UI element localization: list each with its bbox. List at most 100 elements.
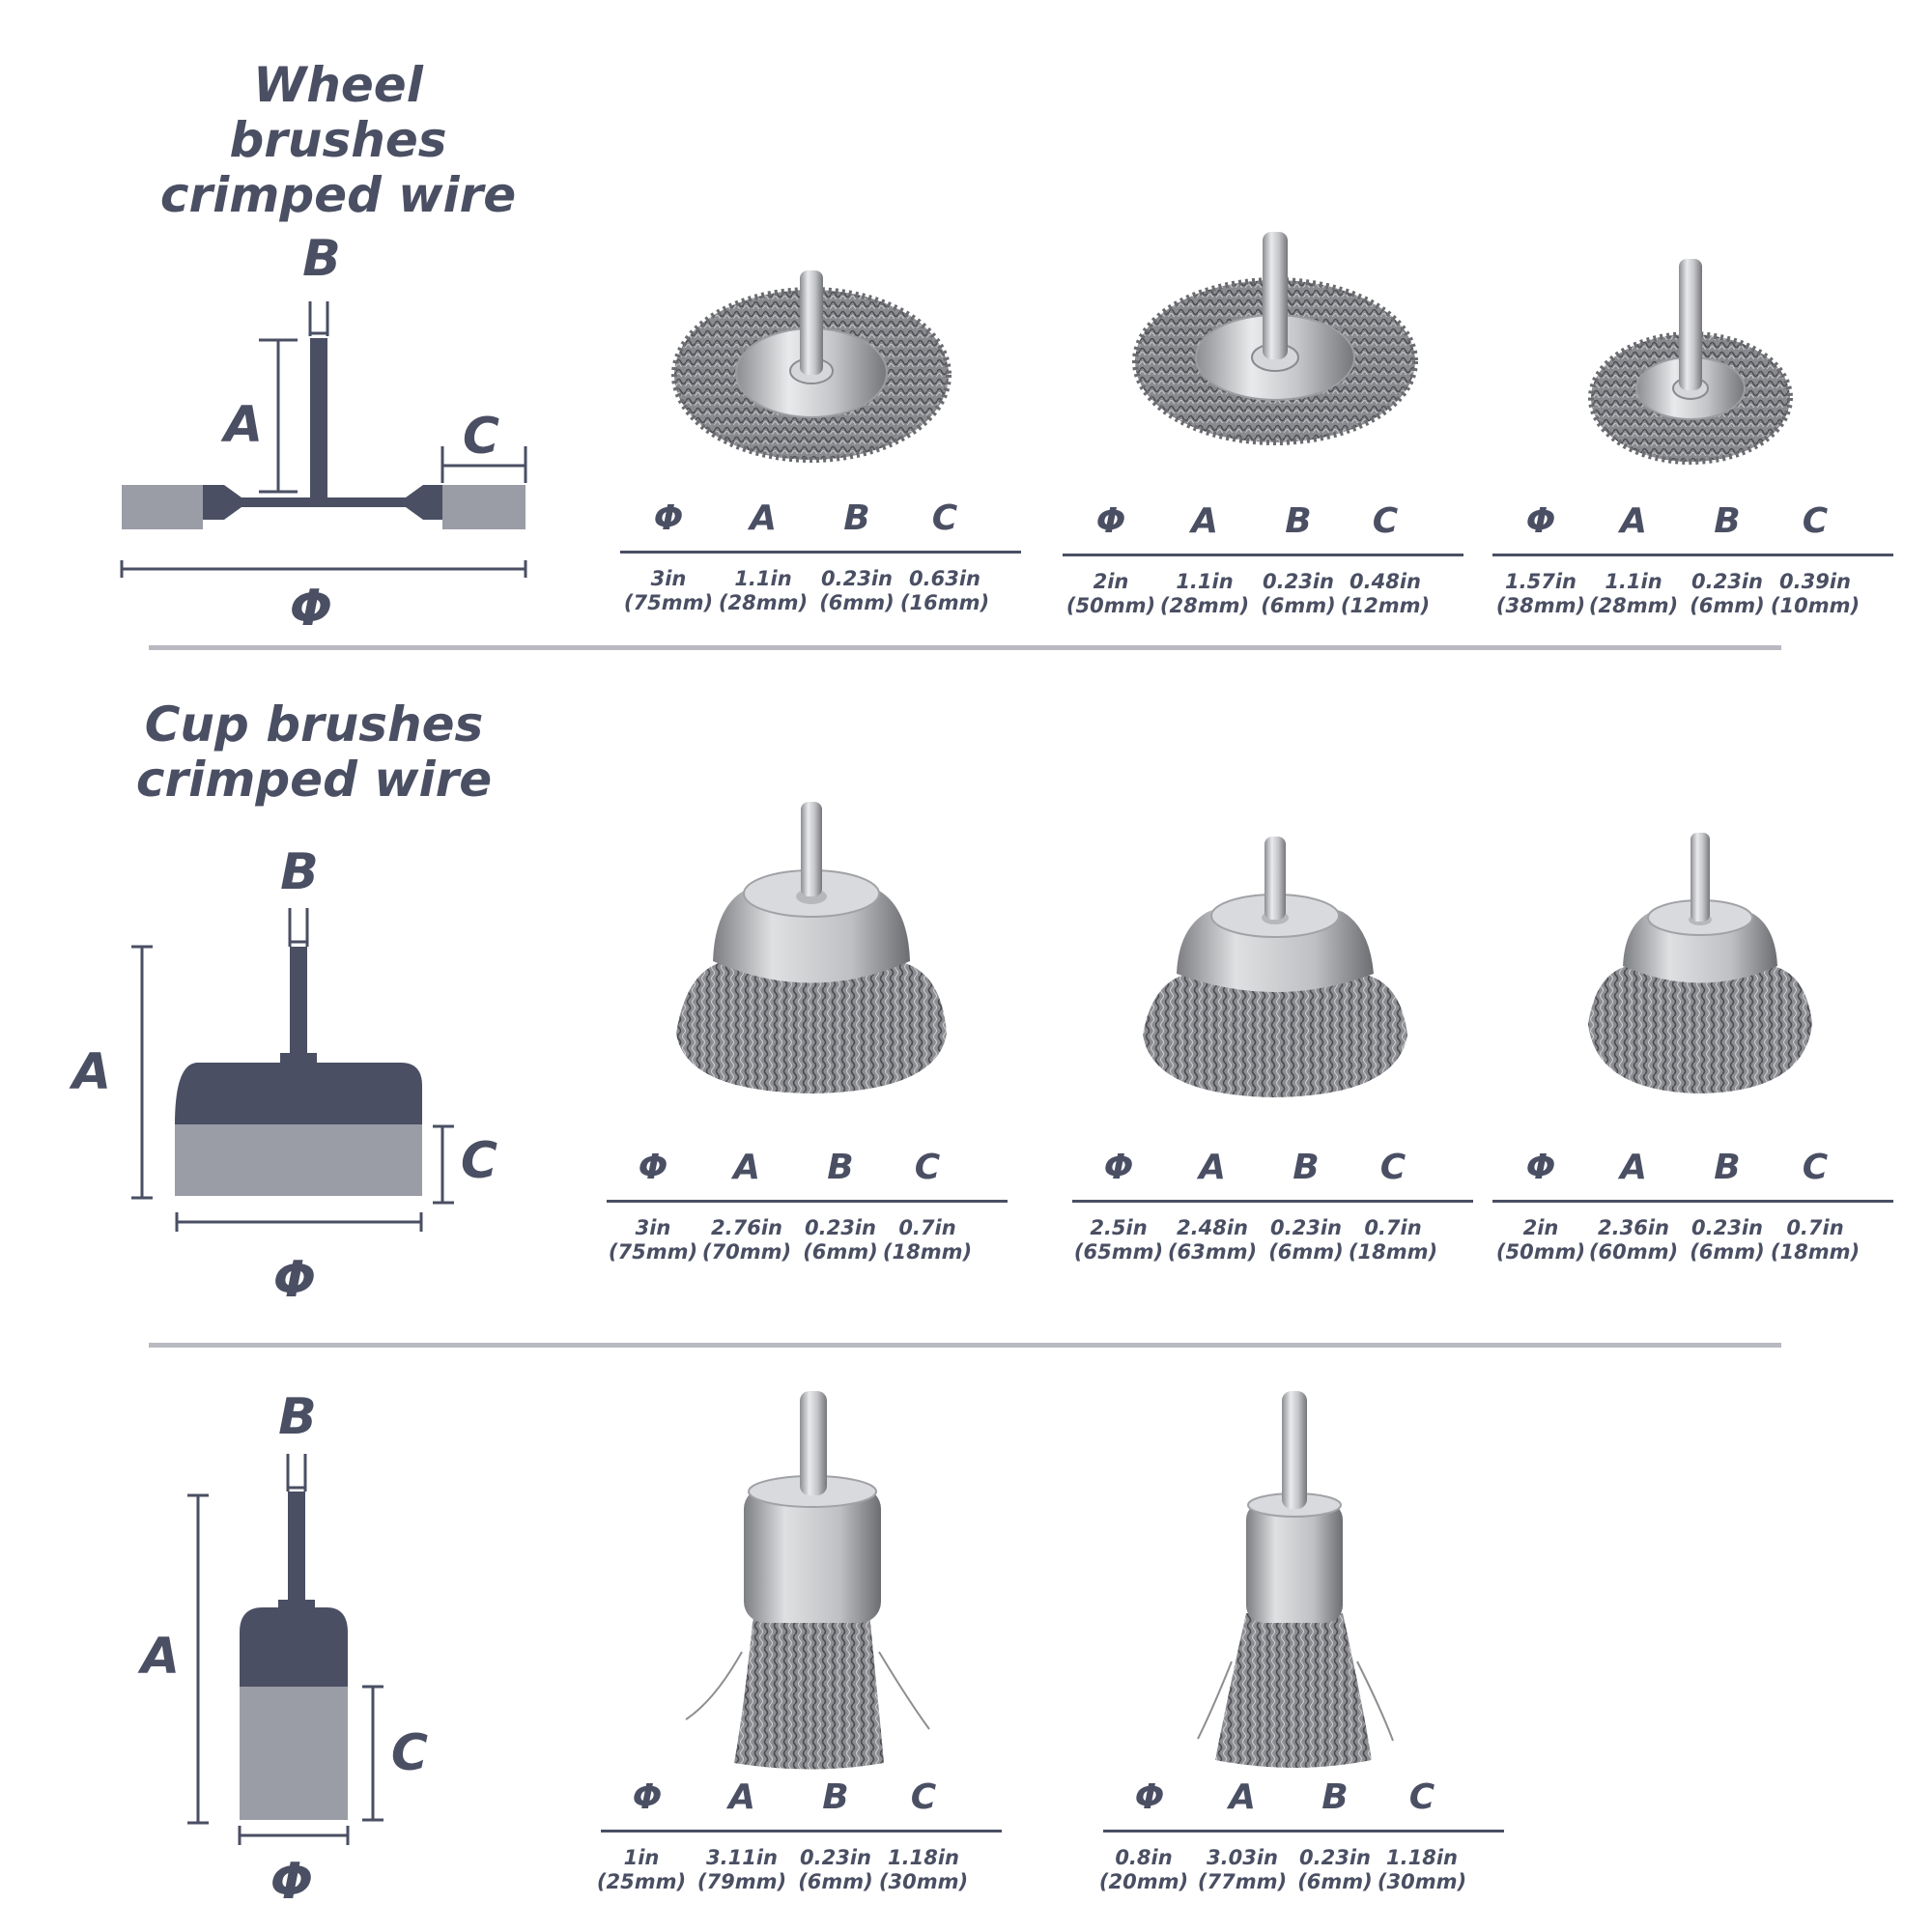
spec-header-c: C: [931, 498, 958, 538]
wheel-brush-image-2: [1132, 232, 1418, 445]
spec-header-b: B: [822, 1777, 849, 1817]
spec-header-a: A: [1199, 1148, 1226, 1187]
spec-header-c: C: [1379, 1148, 1406, 1187]
spec-header-c: C: [914, 1148, 941, 1187]
spec-header-a: A: [1620, 501, 1647, 541]
spec-value: 1.1in(28mm): [1159, 570, 1250, 617]
spec-value: 0.7in(18mm): [1348, 1216, 1438, 1264]
spec-header-c: C: [1802, 501, 1829, 541]
end-label-c: C: [390, 1724, 429, 1782]
cup-brush-image-1: [676, 802, 947, 1094]
wheel-diagram: [120, 301, 527, 578]
spec-value: 1.18in(30mm): [878, 1846, 969, 1893]
spec-value: 1.18in(30mm): [1377, 1846, 1467, 1893]
spec-header-b: B: [1714, 501, 1741, 541]
end-brush-image-1: [685, 1391, 930, 1770]
spec-header-phi: Φ: [632, 1777, 663, 1817]
end-brush-diagram: [187, 1454, 384, 1845]
spec-header-phi: Φ: [638, 1148, 668, 1187]
spec-value: 3.03in(77mm): [1197, 1846, 1288, 1893]
spec-header-c: C: [1802, 1148, 1829, 1187]
cup-spec-2: Φ A B C 2.5in(65mm) 2.48in(63mm) 0.23in(…: [1072, 1148, 1473, 1274]
spec-header-phi: Φ: [653, 498, 684, 538]
cup-diagram: [131, 908, 454, 1232]
wheel-title: Wheel brushes crimped wire: [145, 58, 531, 223]
spec-header-a: A: [750, 498, 777, 538]
spec-value: 0.23in(6mm): [1690, 1216, 1765, 1264]
spec-header-b: B: [843, 498, 870, 538]
cup-brush-image-2: [1143, 837, 1407, 1097]
spec-header-c: C: [910, 1777, 937, 1817]
spec-value: 2in(50mm): [1065, 570, 1156, 617]
end-label-phi: Φ: [270, 1853, 314, 1911]
cup-title-line1: Cup brushes: [144, 696, 484, 753]
cup-brush-image-3: [1588, 833, 1812, 1094]
spec-header-b: B: [1293, 1148, 1320, 1187]
wheel-spec-2: Φ A B C 2in(50mm) 1.1in(28mm) 0.23in(6mm…: [1063, 501, 1463, 628]
wheel-spec-1: Φ A B C 3in(75mm) 1.1in(28mm) 0.23in(6mm…: [620, 498, 1021, 625]
spec-value: 0.23in(6mm): [1268, 1216, 1344, 1264]
wheel-label-c: C: [462, 408, 500, 466]
spec-header-c: C: [1372, 501, 1399, 541]
spec-value: 2.5in(65mm): [1073, 1216, 1164, 1264]
spec-header-c: C: [1408, 1777, 1435, 1817]
wheel-label-phi: Φ: [289, 580, 333, 638]
end-brush-image-2: [1197, 1391, 1394, 1768]
cup-spec-3: Φ A B C 2in(50mm) 2.36in(60mm) 0.23in(6m…: [1492, 1148, 1893, 1274]
section-separator-2: [149, 1343, 1781, 1348]
spec-value: 0.23in(6mm): [1690, 570, 1765, 617]
spec-value: 0.63in(16mm): [899, 567, 990, 614]
wheel-label-b: B: [302, 230, 341, 288]
spec-header-b: B: [1321, 1777, 1349, 1817]
cup-label-phi: Φ: [272, 1251, 317, 1309]
cup-label-b: B: [280, 843, 319, 901]
cup-title: Cup brushes crimped wire: [121, 697, 507, 808]
cup-label-c: C: [460, 1132, 498, 1190]
spec-value: 0.39in(10mm): [1770, 570, 1861, 617]
end-label-a: A: [140, 1628, 181, 1686]
spec-value: 1in(25mm): [596, 1846, 687, 1893]
wheel-spec-3: Φ A B C 1.57in(38mm) 1.1in(28mm) 0.23in(…: [1492, 501, 1893, 628]
spec-header-b: B: [827, 1148, 854, 1187]
spec-header-phi: Φ: [1095, 501, 1126, 541]
wheel-title-line2: crimped wire: [159, 167, 517, 223]
spec-value: 1.1in(28mm): [718, 567, 809, 614]
spec-header-phi: Φ: [1103, 1148, 1134, 1187]
spec-value: 0.23in(6mm): [1297, 1846, 1373, 1893]
spec-value: 2.76in(70mm): [701, 1216, 792, 1264]
section-separator-1: [149, 645, 1781, 650]
spec-value: 0.23in(6mm): [1261, 570, 1336, 617]
spec-header-phi: Φ: [1525, 1148, 1556, 1187]
wheel-label-a: A: [223, 396, 264, 454]
spec-value: 0.48in(12mm): [1340, 570, 1431, 617]
spec-value: 3in(75mm): [623, 567, 714, 614]
wheel-brush-image-3: [1588, 259, 1793, 465]
spec-header-a: A: [1191, 501, 1218, 541]
cup-label-a: A: [71, 1043, 112, 1101]
end-spec-2: Φ A B C 0.8in(20mm) 3.03in(77mm) 0.23in(…: [1099, 1777, 1504, 1904]
spec-value: 0.7in(18mm): [882, 1216, 973, 1264]
spec-header-a: A: [728, 1777, 755, 1817]
wheel-brush-image-1: [671, 270, 952, 463]
cup-title-line2: crimped wire: [135, 752, 493, 808]
spec-value: 1.57in(38mm): [1495, 570, 1586, 617]
spec-value: 0.7in(18mm): [1770, 1216, 1861, 1264]
spec-value: 2.48in(63mm): [1167, 1216, 1258, 1264]
spec-value: 2.36in(60mm): [1588, 1216, 1679, 1264]
spec-header-a: A: [733, 1148, 760, 1187]
spec-value: 1.1in(28mm): [1588, 570, 1679, 617]
spec-value: 0.8in(20mm): [1098, 1846, 1189, 1893]
end-label-b: B: [278, 1388, 317, 1446]
spec-header-phi: Φ: [1525, 501, 1556, 541]
spec-value: 2in(50mm): [1495, 1216, 1586, 1264]
wheel-title-line1: Wheel brushes: [229, 57, 447, 168]
spec-header-a: A: [1620, 1148, 1647, 1187]
spec-header-phi: Φ: [1134, 1777, 1165, 1817]
spec-header-b: B: [1285, 501, 1312, 541]
cup-spec-1: Φ A B C 3in(75mm) 2.76in(70mm) 0.23in(6m…: [607, 1148, 1008, 1274]
spec-header-a: A: [1229, 1777, 1256, 1817]
spec-value: 0.23in(6mm): [819, 567, 895, 614]
spec-header-b: B: [1714, 1148, 1741, 1187]
end-spec-1: Φ A B C 1in(25mm) 3.11in(79mm) 0.23in(6m…: [597, 1777, 1002, 1904]
spec-value: 3.11in(79mm): [696, 1846, 787, 1893]
